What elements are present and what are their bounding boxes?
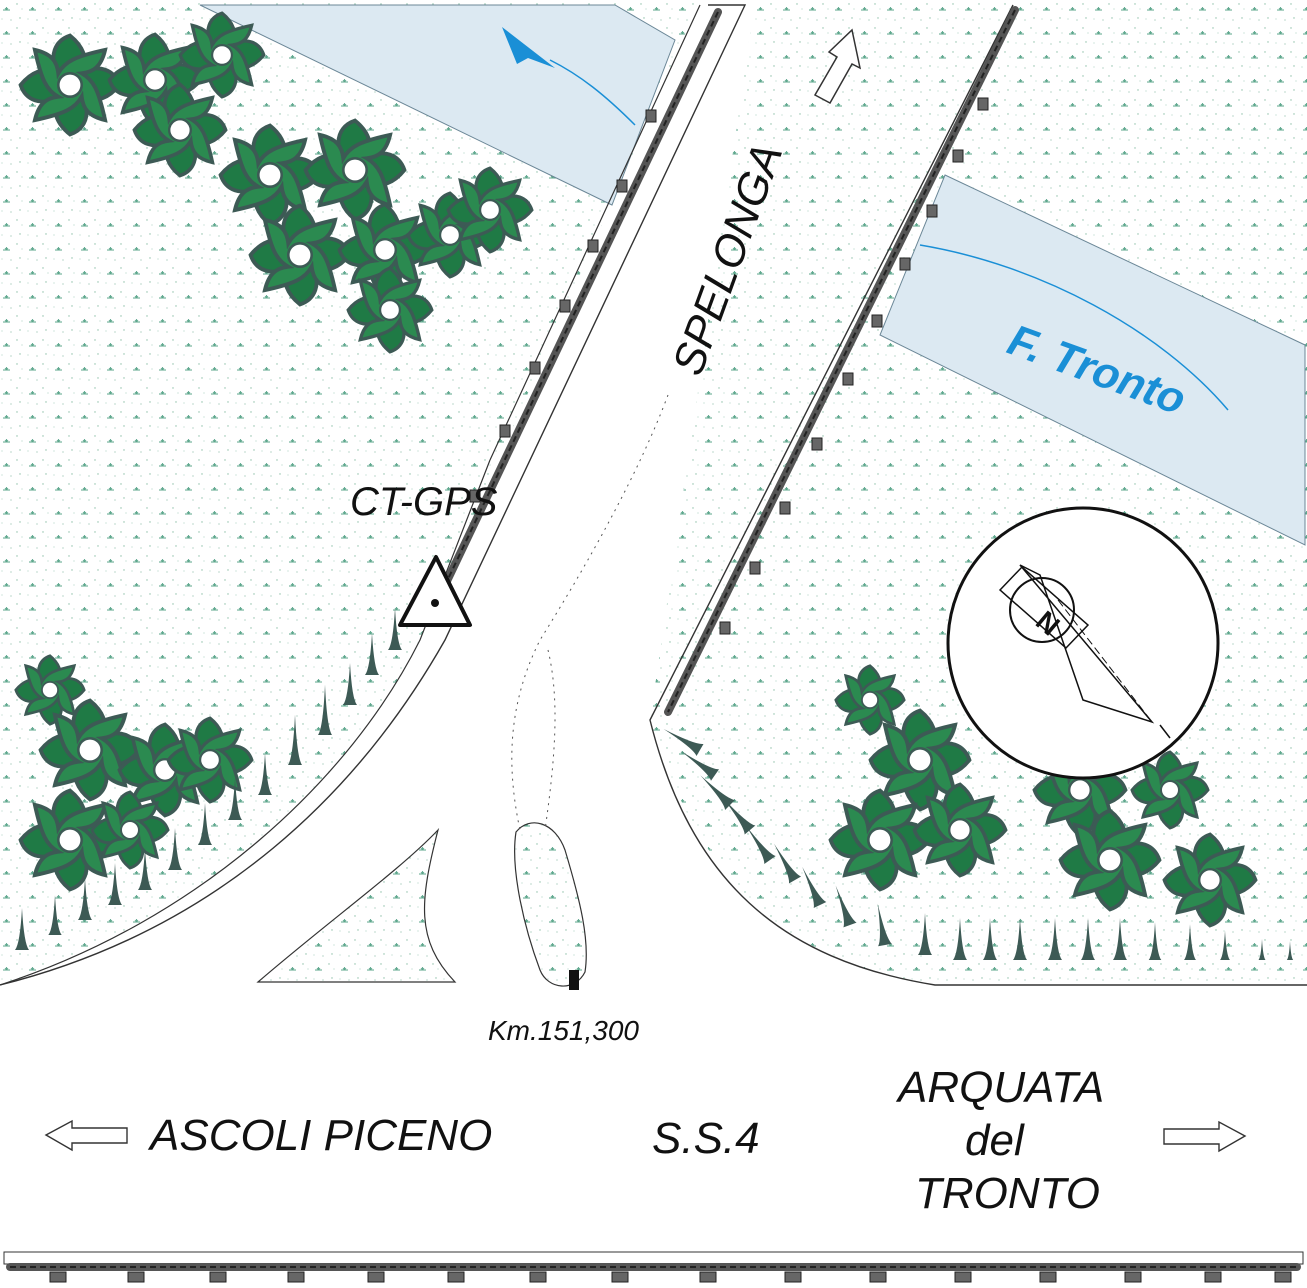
compass-north-arrow-icon: N [946,506,1220,780]
east-destination-label-line1: ARQUATA [895,1063,1104,1112]
traffic-island-triangle [256,827,457,983]
station-label: CT-GPS [350,480,498,524]
east-road-edge [649,4,1307,986]
east-outline-arrow-icon [1163,1120,1247,1153]
kilometre-marker-post [569,970,579,990]
dotted-track [511,394,669,831]
river-tronto: F. Tronto [199,4,1306,546]
river-flow-line [549,59,636,126]
west-guardrail [434,8,722,604]
west-road-edge [0,4,747,986]
kilometre-marker-label: Km.151,300 [488,1015,639,1046]
east-destination-label-line2: del [965,1116,1025,1165]
triangle-with-dot-icon [398,555,472,627]
north-outline-arrow-icon [813,28,862,105]
river-flow-arrow-icon [502,27,555,68]
highway-label: S.S.4 [652,1114,760,1163]
east-destination-label-line3: TRONTO [915,1169,1100,1218]
bottom-guardrail [3,1251,1304,1283]
traffic-island-oval [514,822,587,987]
west-outline-arrow-icon [44,1119,128,1152]
west-destination-label: ASCOLI PICENO [147,1111,492,1160]
east-guardrail [664,6,1019,716]
